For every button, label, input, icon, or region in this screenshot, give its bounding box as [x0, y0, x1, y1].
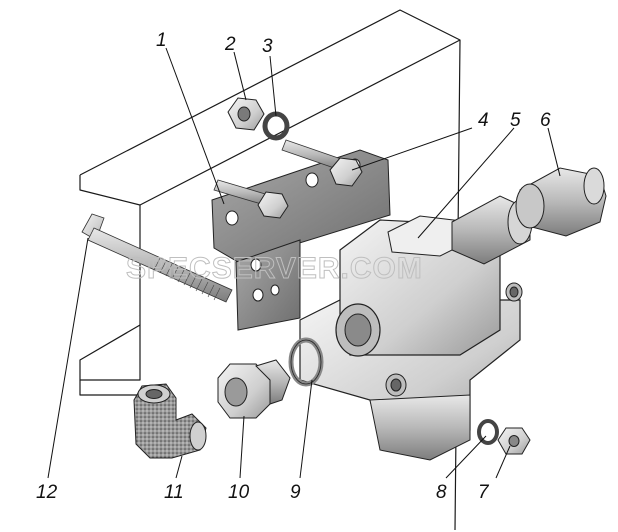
callout-9: 9 — [290, 482, 301, 503]
bracket-nut-lower — [257, 191, 289, 219]
nut-7 — [497, 427, 531, 455]
callout-11: 11 — [164, 482, 184, 503]
callout-10: 10 — [228, 482, 250, 503]
watermark-text: SPECSERVER.COM — [126, 252, 423, 285]
callout-8: 8 — [436, 482, 447, 503]
spring-washer-8 — [477, 419, 499, 445]
callout-3: 3 — [262, 36, 273, 57]
callout-4: 4 — [478, 110, 489, 131]
leader-lines — [47, 47, 561, 479]
callout-1: 1 — [156, 30, 167, 51]
elbow-fitting-11 — [133, 383, 207, 459]
callout-5: 5 — [510, 110, 521, 131]
bracket-studs — [213, 139, 345, 207]
callout-12: 12 — [36, 482, 58, 503]
callout-7: 7 — [478, 482, 490, 503]
long-bolt-12 — [81, 213, 233, 303]
bracket-nut-4 — [329, 157, 363, 187]
nut-2 — [227, 97, 265, 131]
callout-labels: 1 2 3 4 5 6 7 8 9 10 11 12 — [36, 30, 551, 503]
sealing-ring-9 — [288, 337, 324, 387]
callout-6: 6 — [540, 110, 551, 131]
adapter-10 — [217, 359, 291, 419]
fitting-6 — [515, 167, 607, 237]
callout-2: 2 — [224, 34, 236, 55]
